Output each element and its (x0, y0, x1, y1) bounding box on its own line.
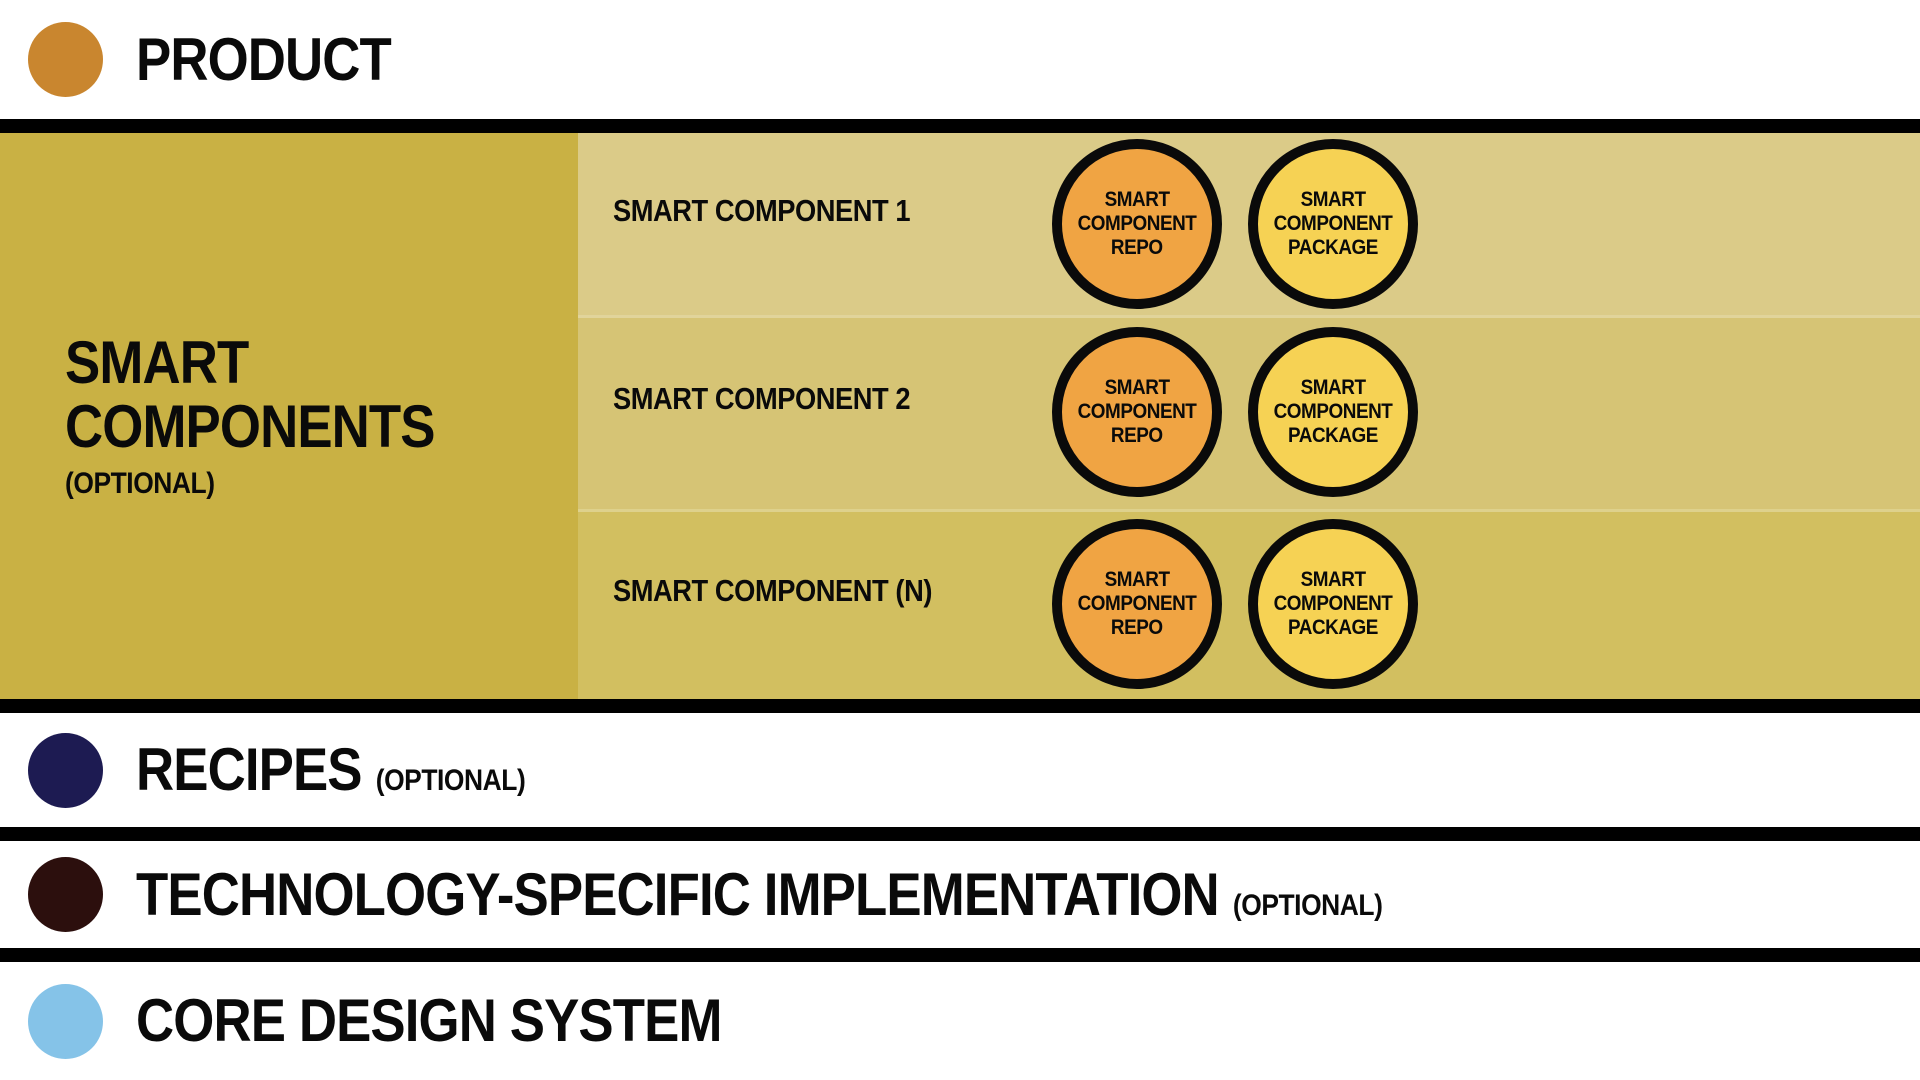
divider-bar-2 (0, 699, 1920, 713)
recipes-label: RECIPES (136, 736, 363, 803)
smart-components-optional: (OPTIONAL) (65, 467, 215, 501)
smart-component-repo-badge: SMART COMPONENT REPO (1052, 139, 1222, 309)
smart-components-rows: SMART COMPONENT 1 SMART COMPONENT REPO S… (578, 133, 1920, 699)
package-badge-line: COMPONENT (1273, 592, 1393, 616)
repo-badge-line: REPO (1111, 423, 1163, 447)
tech-implementation-layer: TECHNOLOGY-SPECIFIC IMPLEMENTATION (OPTI… (0, 841, 1920, 948)
smart-component-row-2: SMART COMPONENT 2 SMART COMPONENT REPO S… (578, 315, 1920, 509)
smart-component-1-badges: SMART COMPONENT REPO SMART COMPONENT PAC… (1052, 139, 1418, 309)
smart-component-2-label: SMART COMPONENT 2 (613, 381, 911, 416)
smart-components-title-line1: SMART (65, 328, 249, 396)
repo-badge-line: COMPONENT (1077, 212, 1197, 236)
tech-implementation-optional: (OPTIONAL) (1232, 888, 1383, 922)
repo-badge-line: COMPONENT (1077, 592, 1197, 616)
smart-component-2-badges: SMART COMPONENT REPO SMART COMPONENT PAC… (1052, 327, 1418, 497)
product-dot-icon (28, 22, 103, 97)
smart-component-repo-badge: SMART COMPONENT REPO (1052, 519, 1222, 689)
repo-badge-line: SMART (1104, 188, 1170, 212)
recipes-optional: (OPTIONAL) (375, 764, 526, 797)
package-badge-line: PACKAGE (1288, 235, 1378, 259)
package-badge-line: PACKAGE (1288, 615, 1378, 639)
divider-bar-3 (0, 827, 1920, 841)
recipes-titleline: RECIPES (OPTIONAL) (136, 736, 526, 803)
repo-badge-line: COMPONENT (1077, 400, 1197, 424)
smart-component-n-badges: SMART COMPONENT REPO SMART COMPONENT PAC… (1052, 519, 1418, 689)
smart-component-package-badge: SMART COMPONENT PACKAGE (1248, 519, 1418, 689)
product-layer: PRODUCT (0, 0, 1920, 119)
smart-component-row-1: SMART COMPONENT 1 SMART COMPONENT REPO S… (578, 133, 1920, 315)
smart-components-title-line2: COMPONENTS (65, 393, 436, 460)
package-badge-line: SMART (1300, 188, 1366, 212)
repo-badge-line: SMART (1104, 376, 1170, 400)
recipes-dot-icon (28, 732, 103, 808)
package-badge-line: SMART (1300, 568, 1366, 592)
core-design-system-dot-icon (28, 983, 103, 1059)
smart-component-n-label: SMART COMPONENT (N) (613, 573, 932, 608)
core-design-system-label: CORE DESIGN SYSTEM (136, 987, 722, 1054)
package-badge-line: SMART (1300, 376, 1366, 400)
smart-components-panel: SMART COMPONENTS (OPTIONAL) (0, 133, 578, 699)
smart-component-package-badge: SMART COMPONENT PACKAGE (1248, 139, 1418, 309)
smart-component-repo-badge: SMART COMPONENT REPO (1052, 327, 1222, 497)
smart-component-row-n: SMART COMPONENT (N) SMART COMPONENT REPO… (578, 509, 1920, 699)
divider-bar-1 (0, 119, 1920, 133)
repo-badge-line: REPO (1111, 235, 1163, 259)
smart-component-1-label: SMART COMPONENT 1 (613, 193, 911, 228)
product-titleline: PRODUCT (136, 25, 392, 93)
smart-components-layer: SMART COMPONENTS (OPTIONAL) SMART COMPON… (0, 133, 1920, 699)
tech-implementation-titleline: TECHNOLOGY-SPECIFIC IMPLEMENTATION (OPTI… (136, 860, 1383, 928)
smart-components-title: SMART COMPONENTS (65, 328, 516, 460)
divider-bar-4 (0, 948, 1920, 962)
package-badge-line: COMPONENT (1273, 400, 1393, 424)
repo-badge-line: REPO (1111, 615, 1163, 639)
tech-implementation-label: TECHNOLOGY-SPECIFIC IMPLEMENTATION (136, 860, 1220, 928)
repo-badge-line: SMART (1104, 568, 1170, 592)
package-badge-line: COMPONENT (1273, 212, 1393, 236)
recipes-layer: RECIPES (OPTIONAL) (0, 713, 1920, 827)
tech-implementation-dot-icon (28, 857, 103, 932)
core-design-system-layer: CORE DESIGN SYSTEM (0, 962, 1920, 1080)
core-design-system-titleline: CORE DESIGN SYSTEM (136, 991, 722, 1051)
package-badge-line: PACKAGE (1288, 423, 1378, 447)
smart-component-package-badge: SMART COMPONENT PACKAGE (1248, 327, 1418, 497)
product-label: PRODUCT (136, 25, 392, 93)
